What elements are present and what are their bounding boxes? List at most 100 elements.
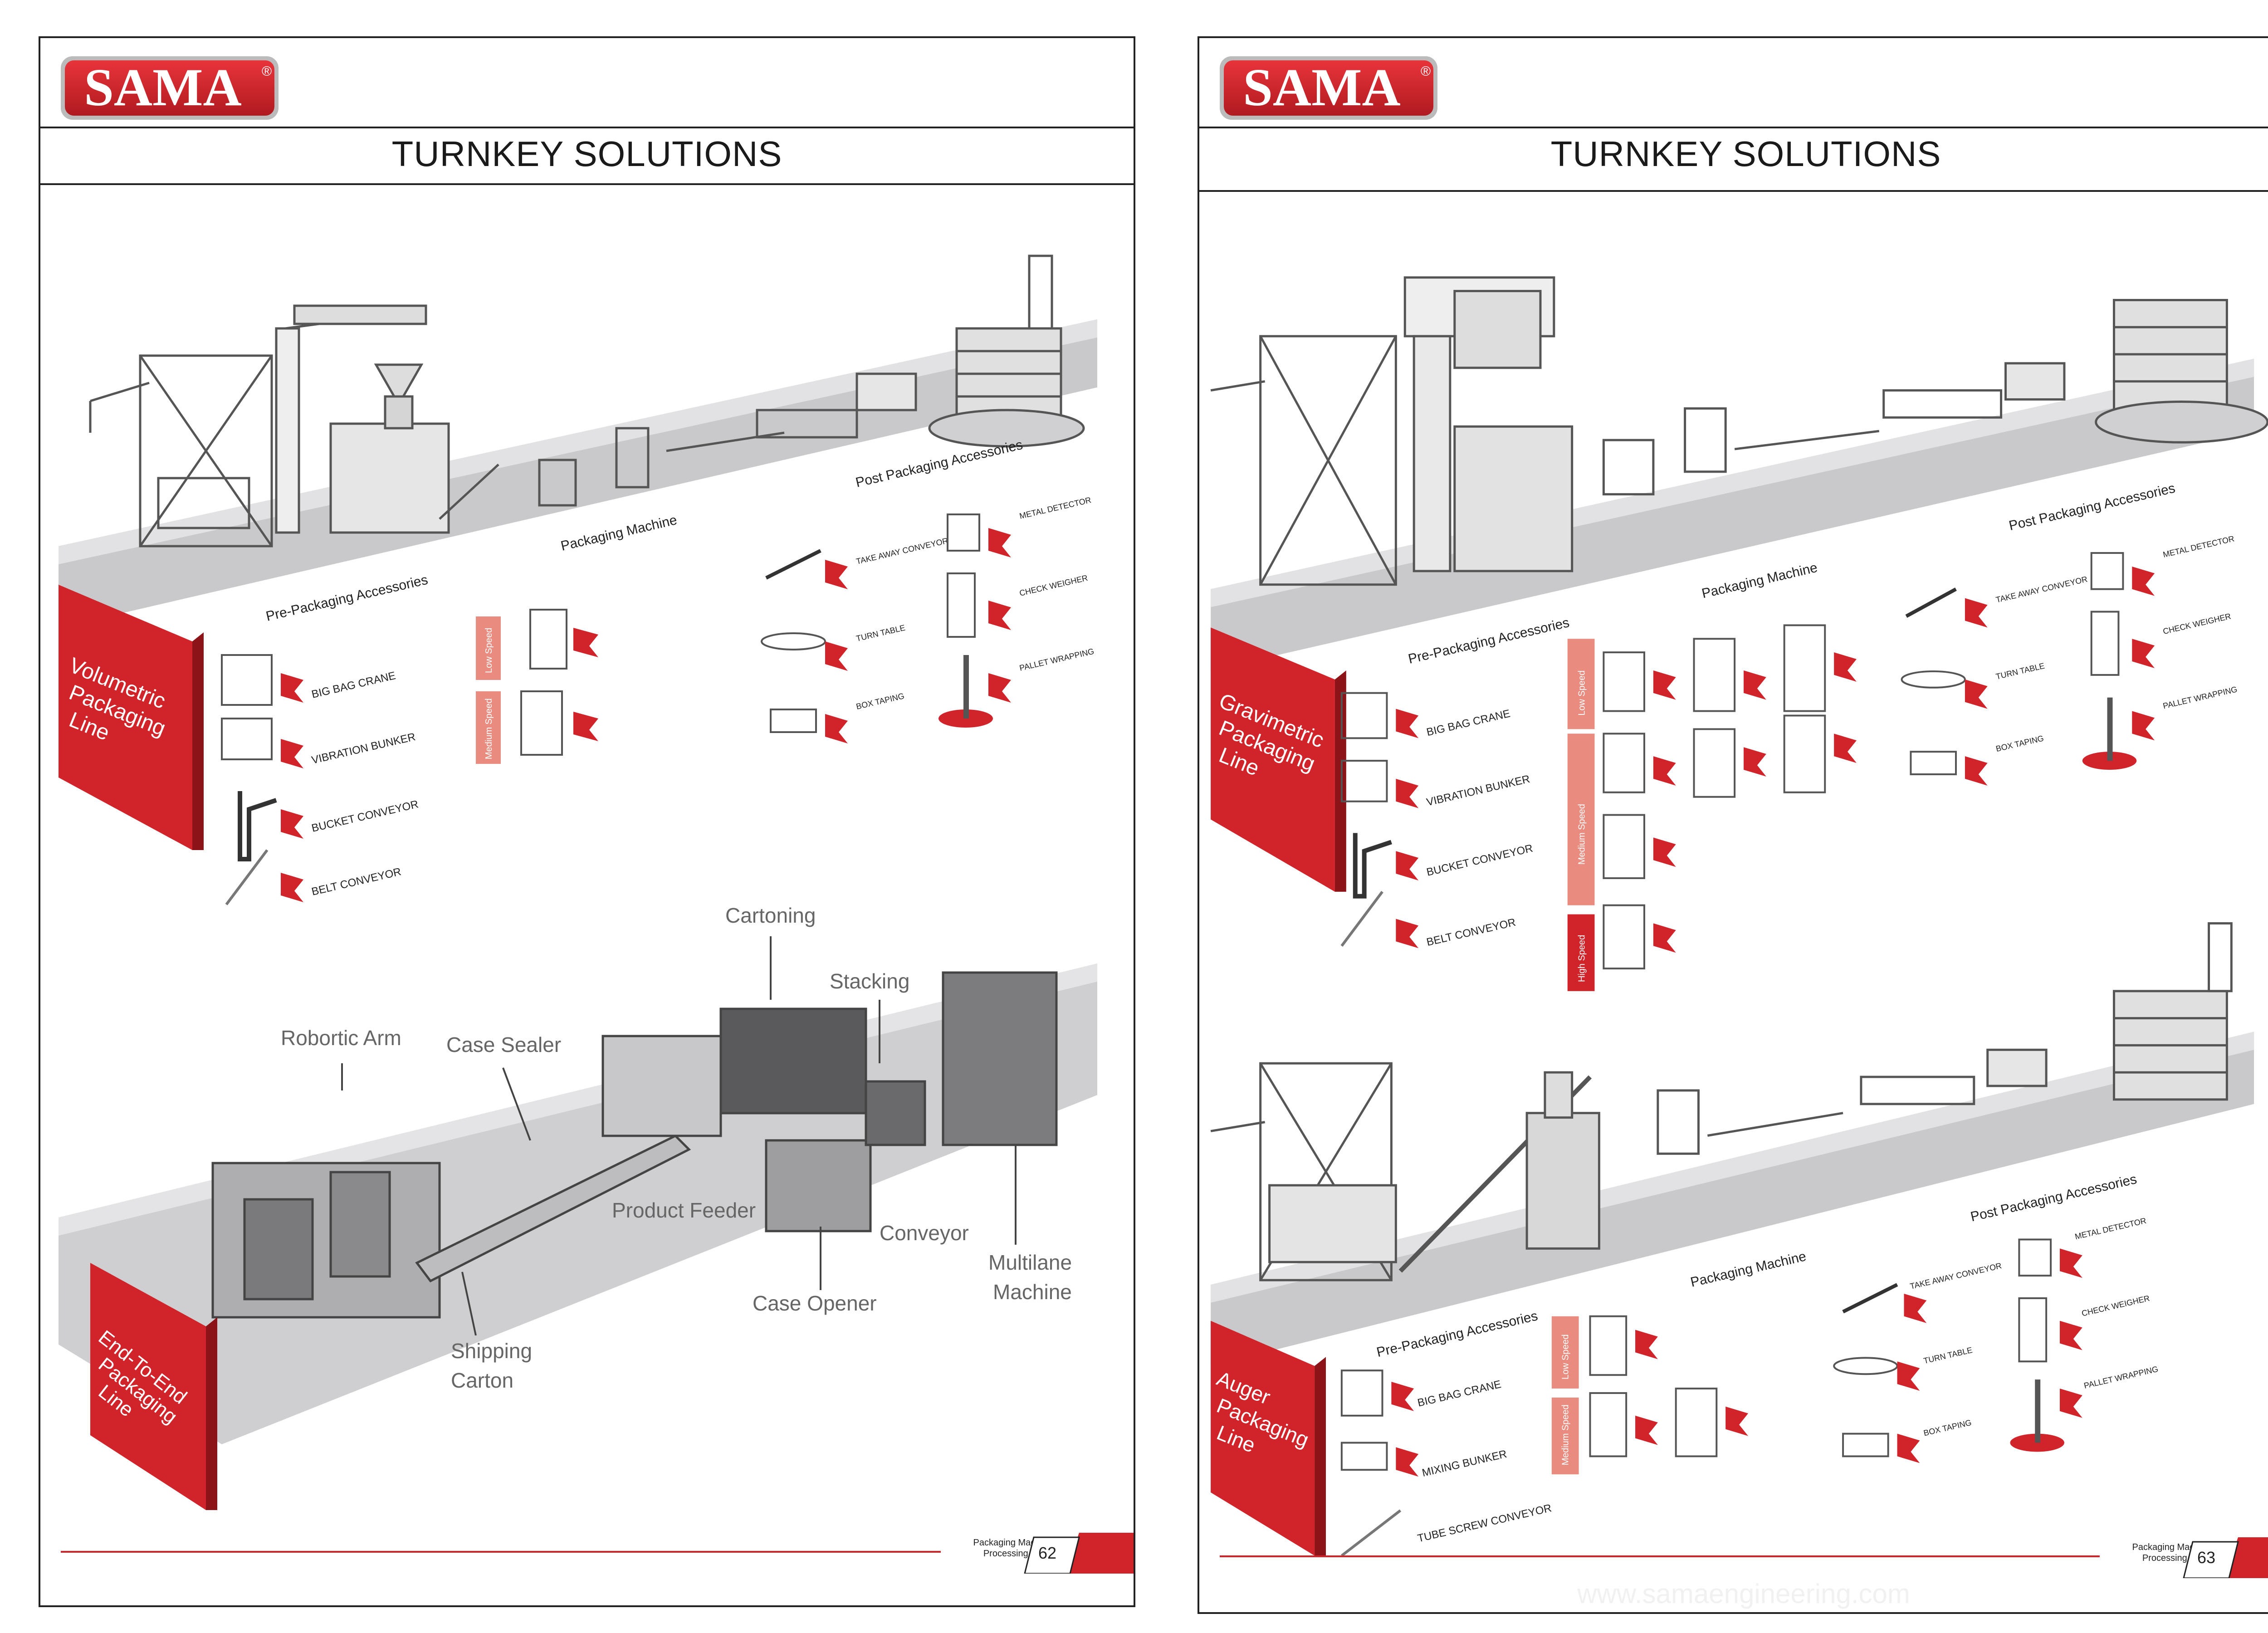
section-post-label: Post Packaging Accessories	[854, 437, 1024, 490]
svg-text:BIG BAG CRANE: BIG BAG CRANE	[1416, 1378, 1502, 1409]
speed-tag-medium: Medium Speed	[1551, 1388, 1748, 1475]
svg-text:METAL DETECTOR: METAL DETECTOR	[2162, 534, 2235, 559]
speed-tag-low: Low Speed	[1551, 1315, 1658, 1389]
svg-text:SAMA: SAMA	[84, 58, 241, 117]
svg-text:CHECK WEIGHER: CHECK WEIGHER	[2162, 611, 2232, 636]
section-post-label: Post Packaging Accessories	[1969, 1172, 2138, 1225]
svg-text:Medium Speed: Medium Speed	[1577, 804, 1587, 865]
svg-text:METAL DETECTOR: METAL DETECTOR	[2074, 1216, 2147, 1242]
pre-item: TUBE SCREW CONVEYOR	[1341, 1502, 1553, 1557]
post-item: BOX TAPING	[770, 691, 905, 743]
speed-tag-medium: Medium Speed	[1567, 733, 1595, 905]
gravimetric-machines	[1603, 624, 1857, 970]
page-number: 63	[2197, 1548, 2216, 1567]
callout-product-feeder: Product Feeder	[612, 1198, 756, 1222]
svg-text:Medium Speed: Medium Speed	[484, 698, 494, 759]
post-item: PALLET WRAPPING	[2082, 684, 2238, 770]
svg-text:BELT CONVEYOR: BELT CONVEYOR	[310, 865, 402, 898]
post-item: TURN TABLE	[761, 623, 906, 671]
section-pre-label: Pre-Packaging Accessories	[1407, 615, 1571, 667]
svg-text:PALLET WRAPPING: PALLET WRAPPING	[2083, 1364, 2159, 1390]
pre-item: BELT CONVEYOR	[1340, 891, 1517, 949]
speed-tag-low: Low Speed	[1567, 639, 1595, 729]
pre-item: BUCKET CONVEYOR	[238, 791, 420, 861]
callout-case-opener: Case Opener	[753, 1291, 877, 1315]
speed-tag-high: High Speed	[1567, 914, 1595, 991]
callout-shipping-2: Carton	[451, 1369, 513, 1392]
svg-text:High Speed: High Speed	[1577, 935, 1587, 982]
post-item: CHECK WEIGHER	[2018, 1294, 2151, 1363]
page-63-scene: Pre-Packaging Accessories Packaging Mach…	[1210, 276, 2268, 1557]
speed-tag-low: Low Speed	[476, 609, 598, 680]
header-divider	[40, 127, 1134, 128]
svg-text:Low Speed: Low Speed	[484, 628, 494, 673]
post-item: TURN TABLE	[1833, 1345, 1974, 1391]
auger-machinery	[1210, 922, 2233, 1281]
callout-cartoning: Cartoning	[725, 904, 816, 927]
callout-stacking: Stacking	[830, 969, 909, 993]
volumetric-machinery	[89, 254, 1085, 548]
footer-badge	[2183, 1537, 2268, 1578]
svg-text:CHECK WEIGHER: CHECK WEIGHER	[2081, 1294, 2151, 1318]
pre-item: MIXING BUNKER	[1340, 1442, 1508, 1479]
callout-case-sealer: Case Sealer	[446, 1033, 561, 1056]
speed-tag-medium: Medium Speed	[476, 690, 598, 764]
svg-text:Low Speed: Low Speed	[1577, 670, 1587, 716]
section-post-label: Post Packaging Accessories	[2008, 481, 2177, 534]
svg-text:VIBRATION BUNKER: VIBRATION BUNKER	[310, 731, 416, 767]
end-to-end-machinery	[211, 971, 1058, 1319]
svg-text:®: ®	[262, 64, 272, 79]
callout-multilane-2: Machine	[993, 1280, 1072, 1304]
auger-platform	[1211, 1032, 2254, 1366]
post-item: CHECK WEIGHER	[947, 572, 1089, 638]
page-63: SAMA ® TURNKEY SOLUTIONS	[1198, 36, 2268, 1614]
post-item: METAL DETECTOR	[947, 495, 1092, 557]
callout-conveyor: Conveyor	[880, 1221, 969, 1245]
footer-line	[1220, 1555, 2100, 1557]
svg-text:®: ®	[1421, 64, 1431, 79]
svg-text:TURN TABLE: TURN TABLE	[855, 623, 906, 643]
svg-text:BOX TAPING: BOX TAPING	[1923, 1418, 1973, 1438]
post-item: BOX TAPING	[1910, 733, 2045, 786]
pre-item: BIG BAG CRANE	[221, 654, 397, 706]
gravimetric-banner: Gravimetric Packaging Line	[1211, 627, 1346, 892]
svg-text:TURN TABLE: TURN TABLE	[1923, 1345, 1974, 1365]
svg-text:BELT CONVEYOR: BELT CONVEYOR	[1425, 916, 1517, 949]
callout-multilane-1: Multilane	[988, 1251, 1072, 1274]
post-item: METAL DETECTOR	[2090, 534, 2235, 596]
pre-item: BIG BAG CRANE	[1340, 692, 1511, 739]
auger-banner: Auger Packaging Line	[1211, 1320, 1326, 1556]
post-item: TAKE AWAY CONVEYOR	[765, 536, 949, 589]
svg-text:MIXING BUNKER: MIXING BUNKER	[1421, 1448, 1508, 1479]
svg-text:BIG BAG CRANE: BIG BAG CRANE	[1425, 707, 1511, 738]
svg-text:BUCKET CONVEYOR: BUCKET CONVEYOR	[310, 798, 420, 835]
section-pre-label: Pre-Packaging Accessories	[264, 572, 429, 624]
callout-shipping-1: Shipping	[451, 1339, 532, 1363]
header-divider	[1199, 127, 2268, 128]
section-machine-label: Packaging Machine	[559, 513, 679, 554]
svg-text:TUBE SCREW CONVEYOR: TUBE SCREW CONVEYOR	[1416, 1502, 1553, 1545]
svg-text:PALLET WRAPPING: PALLET WRAPPING	[1018, 647, 1095, 673]
title-divider	[40, 183, 1134, 185]
svg-text:BOX TAPING: BOX TAPING	[855, 691, 905, 711]
svg-text:BUCKET CONVEYOR: BUCKET CONVEYOR	[1425, 842, 1534, 879]
svg-text:Medium Speed: Medium Speed	[1561, 1404, 1571, 1465]
footer-badge	[1024, 1533, 1134, 1574]
svg-text:PALLET WRAPPING: PALLET WRAPPING	[2162, 684, 2238, 710]
footer-line	[61, 1551, 941, 1553]
post-item: PALLET WRAPPING	[938, 647, 1095, 728]
pre-item: BIG BAG CRANE	[1340, 1369, 1502, 1417]
section-machine-label: Packaging Machine	[1701, 560, 1819, 601]
svg-text:BOX TAPING: BOX TAPING	[1995, 733, 2045, 753]
pre-item: BUCKET CONVEYOR	[1353, 833, 1534, 899]
website-watermark: www.samaengineering.com	[1577, 1579, 1910, 1609]
svg-text:TAKE AWAY CONVEYOR: TAKE AWAY CONVEYOR	[855, 536, 949, 566]
post-item: BOX TAPING	[1842, 1418, 1973, 1463]
svg-text:METAL DETECTOR: METAL DETECTOR	[1018, 495, 1092, 521]
svg-text:VIBRATION BUNKER: VIBRATION BUNKER	[1425, 773, 1531, 809]
page-number: 62	[1038, 1544, 1057, 1562]
post-item: PALLET WRAPPING	[2010, 1364, 2159, 1452]
pre-item: VIBRATION BUNKER	[221, 718, 417, 768]
volumetric-banner: Volumetric Packaging Line	[59, 585, 204, 850]
end-to-end-banner: End-To-End Packaging Line	[90, 1263, 217, 1510]
